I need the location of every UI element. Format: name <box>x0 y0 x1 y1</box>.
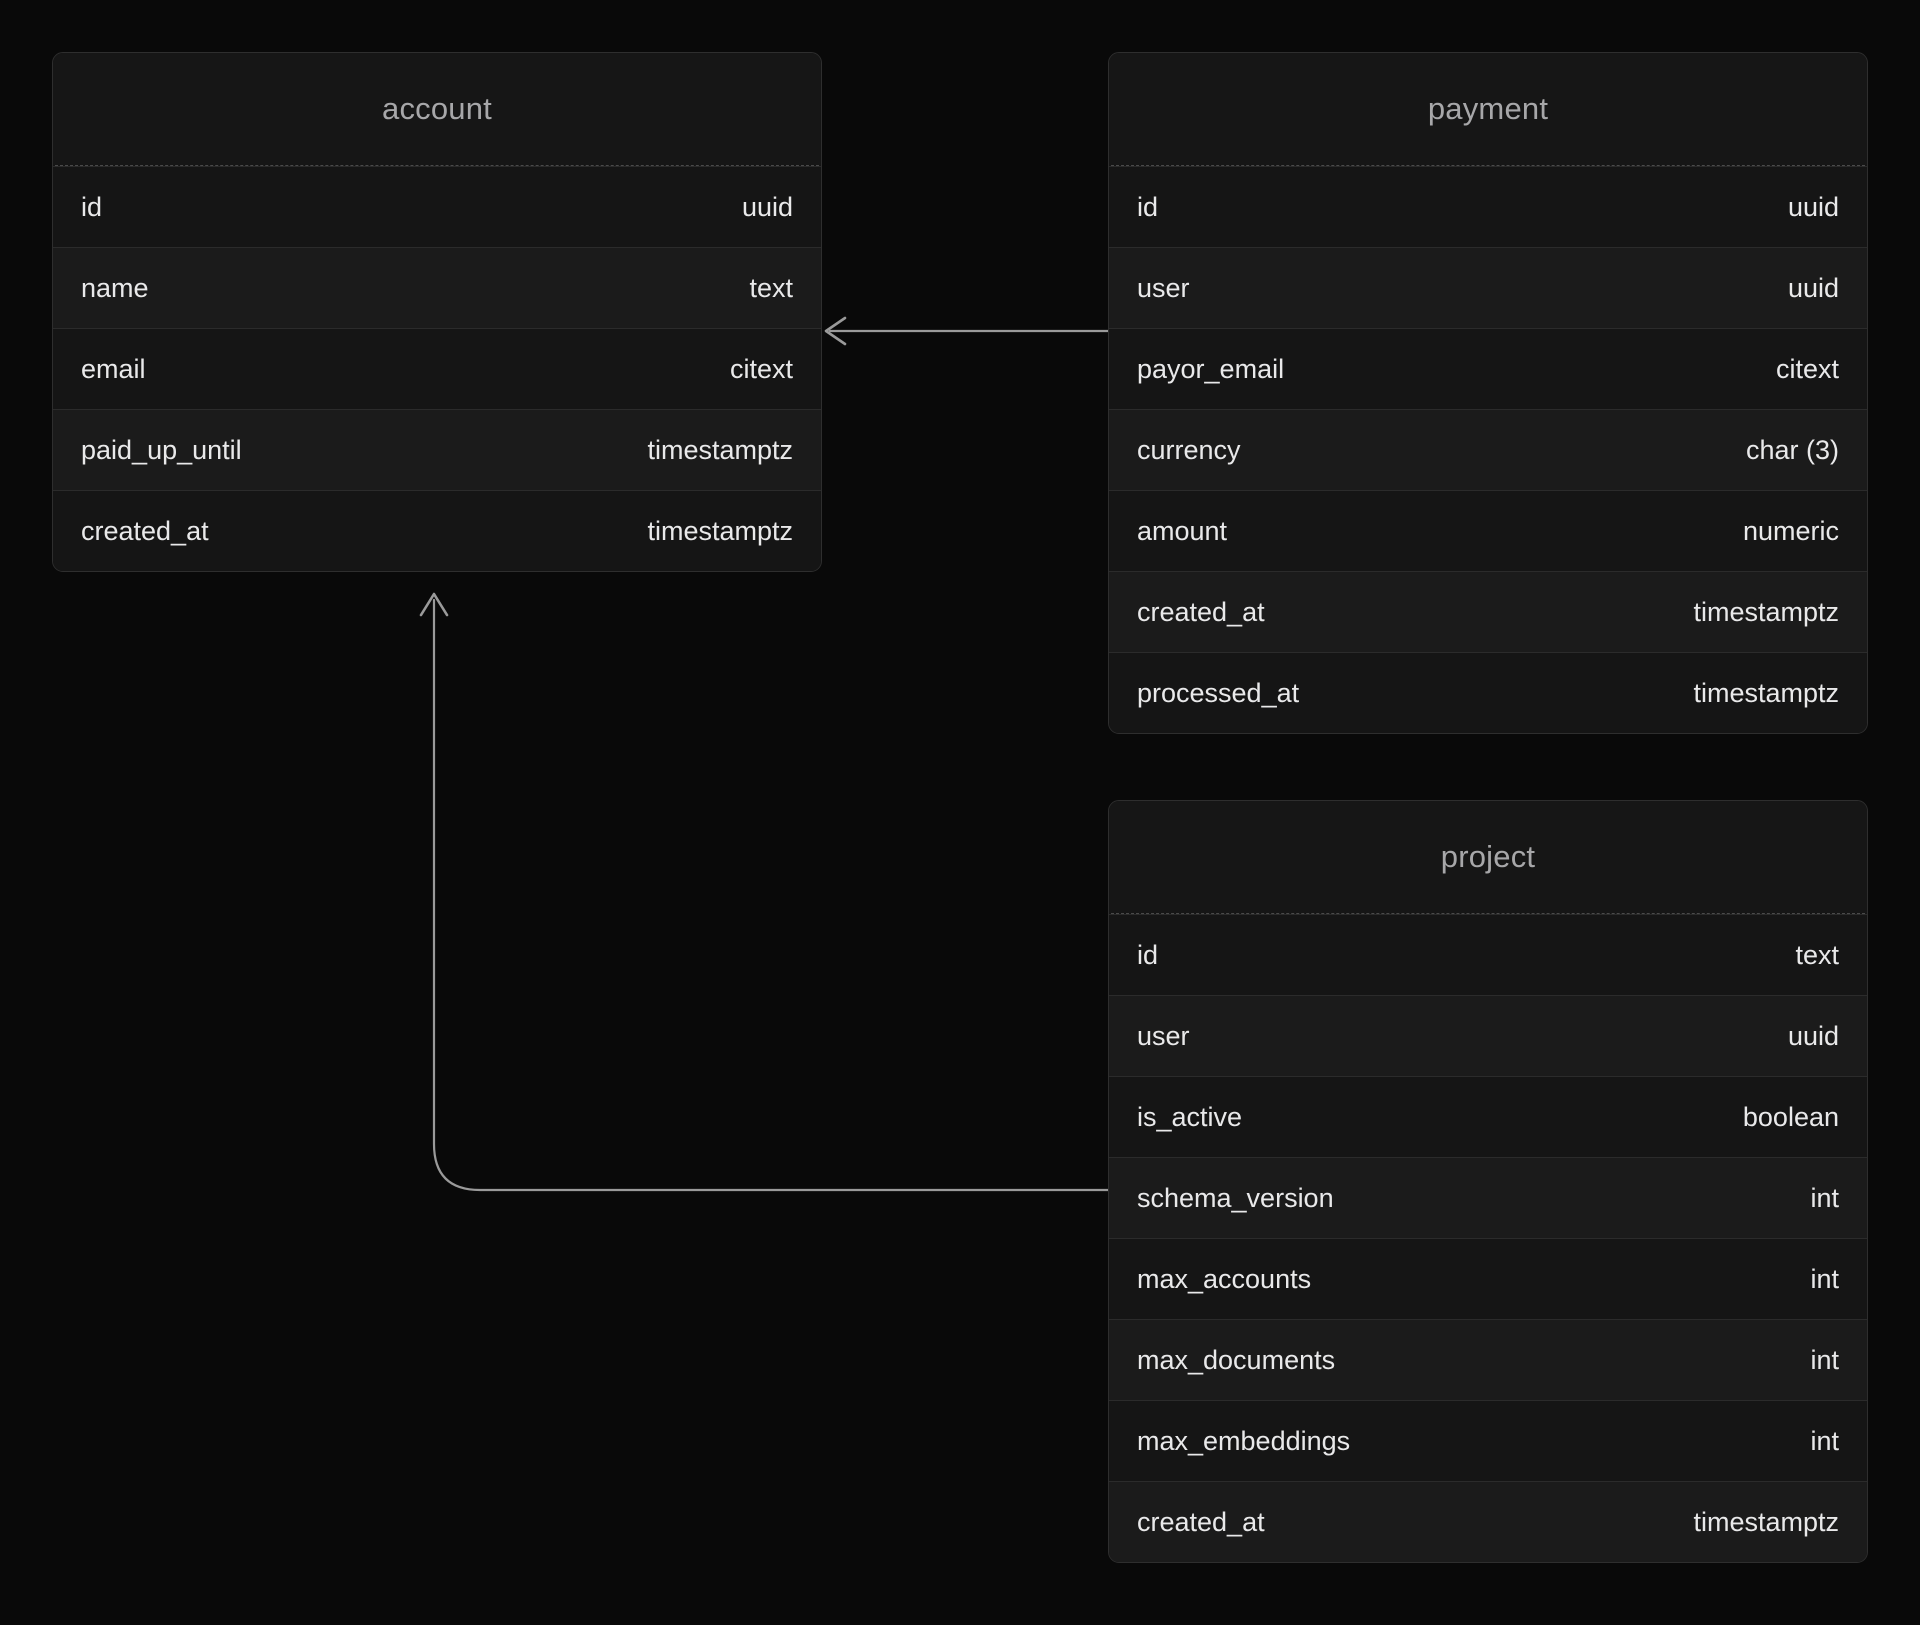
table-row[interactable]: schema_version int <box>1109 1157 1867 1238</box>
field-name: id <box>1137 939 1159 970</box>
field-type: char (3) <box>1745 434 1839 465</box>
field-name: user <box>1137 272 1190 303</box>
field-name: max_embeddings <box>1137 1425 1351 1456</box>
entity-card-project[interactable]: project id text user uuid is_active bool… <box>1108 800 1868 1563</box>
title-divider <box>1111 913 1865 914</box>
title-divider <box>55 165 819 166</box>
table-row[interactable]: user uuid <box>1109 995 1867 1076</box>
entity-title-account: account <box>53 53 821 165</box>
table-row[interactable]: currency char (3) <box>1109 409 1867 490</box>
table-row[interactable]: created_at timestamptz <box>53 490 821 571</box>
field-name: created_at <box>81 515 209 546</box>
table-row[interactable]: email citext <box>53 328 821 409</box>
field-type: timestamptz <box>647 434 793 465</box>
field-type: uuid <box>1787 191 1839 222</box>
field-name: max_documents <box>1137 1344 1336 1375</box>
table-row[interactable]: amount numeric <box>1109 490 1867 571</box>
field-type: int <box>1810 1182 1839 1213</box>
field-name: processed_at <box>1137 677 1300 708</box>
table-row[interactable]: payor_email citext <box>1109 328 1867 409</box>
field-type: int <box>1810 1263 1839 1294</box>
field-type: citext <box>1775 353 1839 384</box>
field-type: boolean <box>1742 1101 1839 1132</box>
entity-title-project: project <box>1109 801 1867 913</box>
field-name: paid_up_until <box>81 434 242 465</box>
table-row[interactable]: name text <box>53 247 821 328</box>
table-row[interactable]: created_at timestamptz <box>1109 571 1867 652</box>
field-type: uuid <box>741 191 793 222</box>
field-type: text <box>1795 939 1839 970</box>
entity-card-account[interactable]: account id uuid name text email citext p… <box>52 52 822 572</box>
field-type: timestamptz <box>647 515 793 546</box>
field-name: email <box>81 353 146 384</box>
table-row[interactable]: user uuid <box>1109 247 1867 328</box>
table-row[interactable]: is_active boolean <box>1109 1076 1867 1157</box>
field-type: numeric <box>1742 515 1839 546</box>
field-type: timestamptz <box>1693 677 1839 708</box>
field-type: citext <box>729 353 793 384</box>
field-type: uuid <box>1787 1020 1839 1051</box>
entity-card-payment[interactable]: payment id uuid user uuid payor_email ci… <box>1108 52 1868 734</box>
field-type: int <box>1810 1344 1839 1375</box>
field-name: id <box>1137 191 1159 222</box>
title-divider <box>1111 165 1865 166</box>
field-type: timestamptz <box>1693 1506 1839 1537</box>
table-row[interactable]: max_embeddings int <box>1109 1400 1867 1481</box>
field-name: max_accounts <box>1137 1263 1312 1294</box>
field-name: payor_email <box>1137 353 1285 384</box>
field-name: created_at <box>1137 1506 1265 1537</box>
table-row[interactable]: processed_at timestamptz <box>1109 652 1867 733</box>
table-row[interactable]: max_accounts int <box>1109 1238 1867 1319</box>
table-row[interactable]: created_at timestamptz <box>1109 1481 1867 1562</box>
field-name: currency <box>1137 434 1241 465</box>
field-type: text <box>749 272 793 303</box>
field-type: uuid <box>1787 272 1839 303</box>
field-type: int <box>1810 1425 1839 1456</box>
arrowhead-payment-to-account <box>824 316 847 346</box>
table-row[interactable]: paid_up_until timestamptz <box>53 409 821 490</box>
field-name: created_at <box>1137 596 1265 627</box>
table-row[interactable]: max_documents int <box>1109 1319 1867 1400</box>
field-name: user <box>1137 1020 1190 1051</box>
arrowhead-project-to-account <box>419 592 449 617</box>
table-row[interactable]: id text <box>1109 914 1867 995</box>
field-name: schema_version <box>1137 1182 1334 1213</box>
field-name: amount <box>1137 515 1228 546</box>
field-name: id <box>81 191 103 222</box>
table-row[interactable]: id uuid <box>53 166 821 247</box>
connector-project-to-account <box>432 598 1110 1192</box>
field-name: name <box>81 272 149 303</box>
entity-title-payment: payment <box>1109 53 1867 165</box>
table-row[interactable]: id uuid <box>1109 166 1867 247</box>
field-type: timestamptz <box>1693 596 1839 627</box>
field-name: is_active <box>1137 1101 1243 1132</box>
